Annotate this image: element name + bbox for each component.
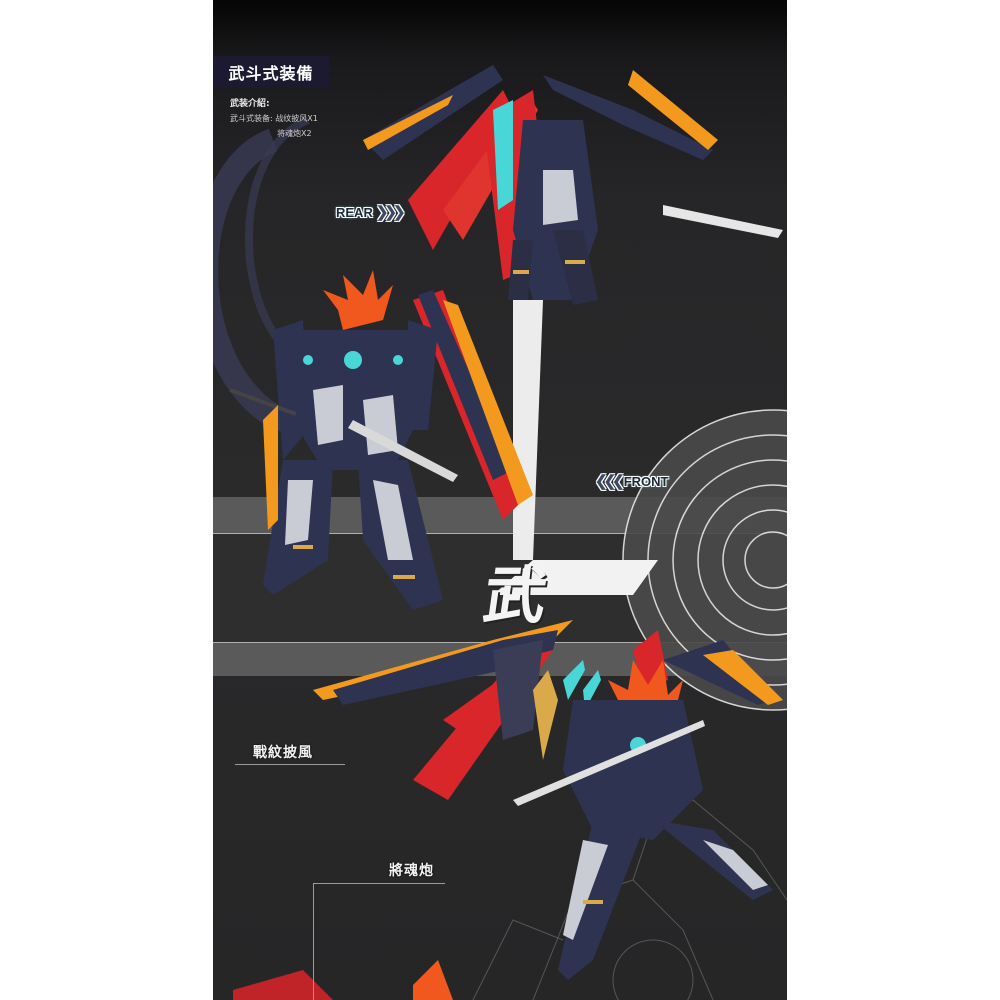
- intro-item-1-value: 战纹披风X1: [275, 114, 318, 123]
- intro-item-1: 武斗式装备: 战纹披风X1: [230, 113, 318, 124]
- section-title: 武斗式装備: [213, 56, 329, 88]
- intro-item-1-label: 武斗式装备:: [230, 114, 273, 123]
- callout-line-cannon-vertical: [313, 883, 314, 1000]
- front-label: FRONT: [623, 473, 669, 489]
- chevron-left-icon: ❮❮❮: [595, 473, 625, 490]
- callout-line-cape: [235, 764, 345, 765]
- chevron-right-icon: ❯❯❯: [375, 204, 406, 221]
- rear-view-tag: REAR ❯❯❯: [336, 203, 406, 221]
- front-view-mech: [229, 270, 533, 610]
- decorative-wu-character: 武: [479, 559, 552, 632]
- intro-label: 武装介紹:: [230, 99, 270, 109]
- callout-line-cannon: [313, 883, 445, 884]
- decor-graphics: [213, 65, 787, 1000]
- intro-item-2: 将魂炮X2: [277, 128, 312, 139]
- product-panel: 武斗式装備 武装介紹: 武斗式装备: 战纹披风X1 将魂炮X2 REAR ❯❯❯…: [213, 0, 787, 1000]
- action-pose-mech: [233, 620, 783, 1000]
- rear-view-mech: [363, 65, 783, 595]
- band-divider-top: [213, 533, 787, 534]
- callout-general-soul-cannon: 將魂炮: [389, 863, 434, 879]
- callout-battle-cape: 戰紋披風: [253, 745, 313, 761]
- front-view-tag: ❮❮❮ FRONT: [595, 472, 669, 490]
- rear-label: REAR: [336, 204, 373, 220]
- intro-item-2-value: 将魂炮X2: [277, 129, 312, 138]
